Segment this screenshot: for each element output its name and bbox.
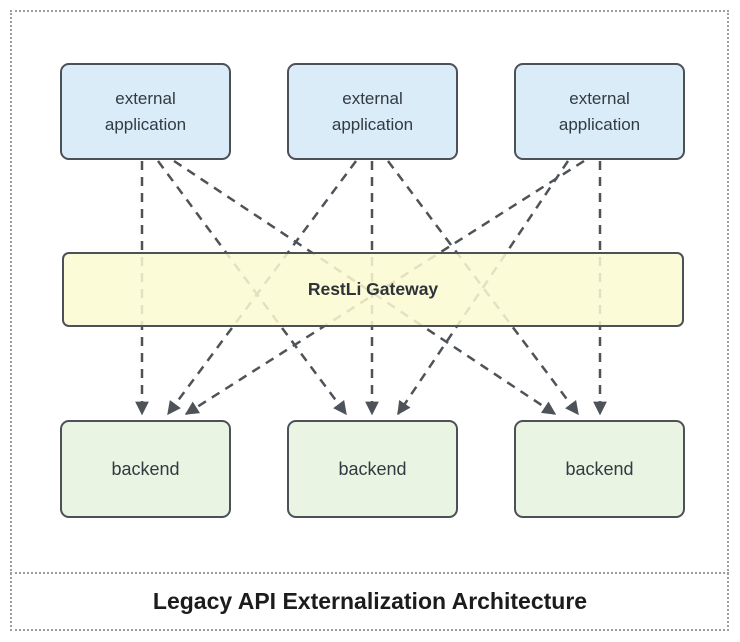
backend-label: backend bbox=[111, 458, 180, 479]
backend-node-2: backend bbox=[287, 420, 458, 518]
external-application-label: external application bbox=[558, 89, 641, 134]
backend-label: backend bbox=[565, 458, 634, 479]
external-application-label: external application bbox=[331, 89, 414, 134]
connector-app2-backend3 bbox=[387, 160, 579, 416]
restli-gateway-node: RestLi Gateway bbox=[62, 252, 684, 327]
connector-app1-backend2 bbox=[156, 160, 348, 416]
diagram-caption: Legacy API Externalization Architecture bbox=[152, 588, 588, 614]
external-application-node-1: external application bbox=[60, 63, 231, 160]
connector-app2-backend1 bbox=[166, 160, 358, 416]
backend-label: backend bbox=[338, 458, 407, 479]
caption-divider bbox=[10, 572, 729, 574]
external-application-node-3: external application bbox=[514, 63, 685, 160]
external-application-node-2: external application bbox=[287, 63, 458, 160]
backend-node-1: backend bbox=[60, 420, 231, 518]
restli-gateway-label: RestLi Gateway bbox=[307, 279, 439, 299]
external-application-label: external application bbox=[104, 89, 187, 134]
backend-node-3: backend bbox=[514, 420, 685, 518]
